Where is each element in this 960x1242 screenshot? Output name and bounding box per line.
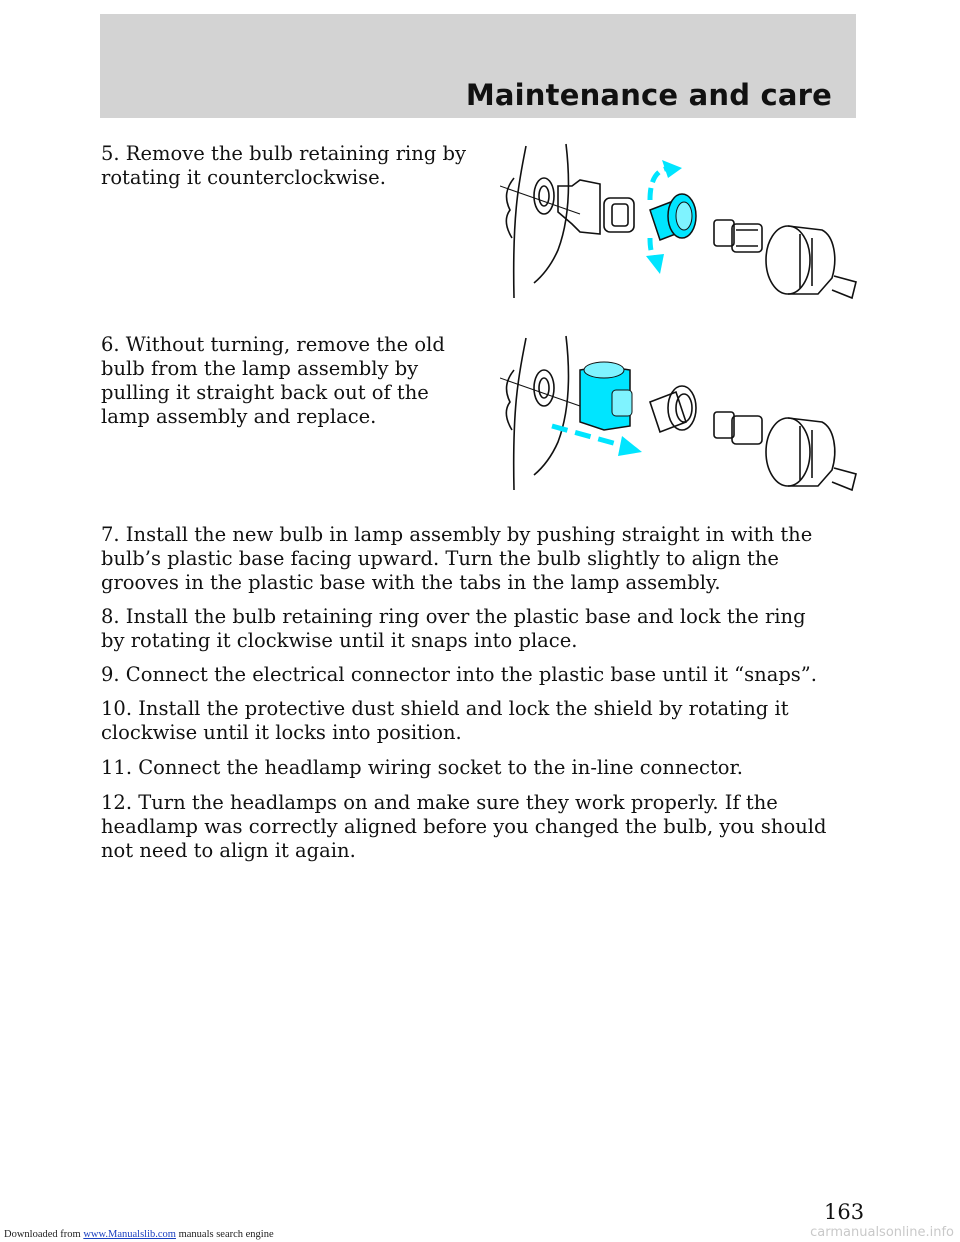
footer-prefix: Downloaded from xyxy=(4,1229,84,1240)
figure-remove-bulb xyxy=(500,335,857,492)
step-7-text: 7. Install the new bulb in lamp assembly… xyxy=(101,523,813,594)
dust-shield xyxy=(765,225,857,300)
figure-remove-retaining-ring xyxy=(500,143,857,300)
header-band: Maintenance and care xyxy=(100,14,856,118)
step-8-text: 8. Install the bulb retaining ring over … xyxy=(101,605,806,652)
watermark: carmanualsonline.info xyxy=(810,1225,954,1240)
bulb-highlight xyxy=(551,361,642,456)
lamp-housing-line xyxy=(512,145,527,299)
footer-suffix: manuals search engine xyxy=(175,1229,274,1240)
step-12-text: 12. Turn the headlamps on and make sure … xyxy=(101,791,827,862)
bulb-base xyxy=(557,179,601,235)
step-9-text: 9. Connect the electrical connector into… xyxy=(101,663,817,686)
section-title: Maintenance and care xyxy=(465,78,832,112)
step-5-text: 5. Remove the bulb retaining ring by rot… xyxy=(101,142,466,189)
manualslib-link[interactable]: www.Manualslib.com xyxy=(83,1229,176,1240)
step-10-text: 10. Install the protective dust shield a… xyxy=(101,697,789,744)
page-number: 163 xyxy=(824,1200,865,1224)
step-6-text: 6. Without turning, remove the old bulb … xyxy=(101,333,445,428)
electrical-connector xyxy=(713,219,763,253)
download-footer: Downloaded from www.Manualslib.com manua… xyxy=(4,1229,274,1240)
step-11-text: 11. Connect the headlamp wiring socket t… xyxy=(101,756,743,779)
retaining-ring-highlight xyxy=(646,160,697,274)
lamp-socket xyxy=(533,177,555,215)
